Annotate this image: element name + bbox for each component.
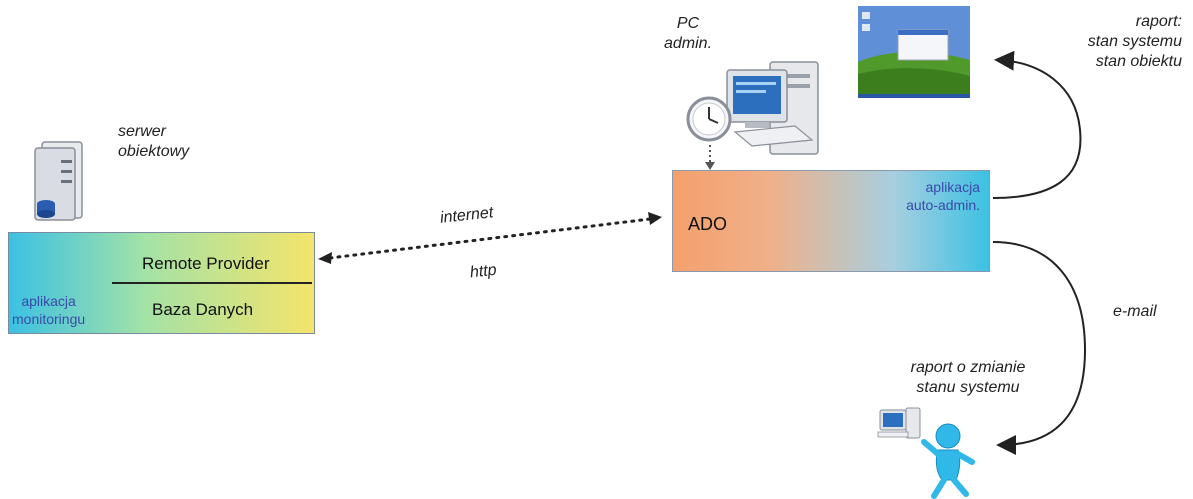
report-top-caption: raport: stan systemu stan obiektu [1064, 12, 1182, 72]
pc-admin-caption: PC admin. [664, 14, 712, 54]
report-bottom-line2: stanu systemu [916, 379, 1020, 396]
http-label: http [469, 261, 498, 282]
report-top-curve [992, 50, 1082, 199]
ado-box [672, 170, 990, 272]
report-bottom-caption: raport o zmianie stanu systemu [893, 358, 1043, 398]
server-caption: serwer obiektowy [118, 122, 189, 162]
clock-icon [686, 96, 732, 142]
email-label: e-mail [1113, 303, 1157, 320]
report-top-line2: stan systemu [1087, 33, 1182, 50]
auto-admin-app-label: aplikacja auto-admin. [888, 178, 980, 214]
clock-arrowhead [705, 162, 715, 170]
report-top-line1: raport: [1135, 13, 1182, 30]
email-curve [992, 241, 1087, 455]
remote-provider-label: Remote Provider [142, 254, 270, 273]
monitoring-app-label: aplikacja monitoringu [12, 292, 85, 328]
pc-admin-caption-line2: admin. [664, 35, 713, 52]
auto-admin-app-line2: auto-admin. [906, 197, 980, 213]
internet-connection [328, 217, 652, 260]
pc-admin-caption-line1: PC [676, 15, 700, 32]
database-label: Baza Danych [152, 300, 254, 319]
user-with-computer-icon [877, 407, 975, 499]
report-bottom-line1: raport o zmianie [910, 359, 1026, 376]
monitoring-app-line2: monitoringu [12, 311, 86, 327]
ado-title: ADO [688, 214, 728, 234]
arrowhead-right [648, 212, 662, 225]
computer-icon [726, 61, 819, 155]
server-caption-line1: serwer [118, 123, 167, 140]
desktop-screenshot-icon [858, 6, 970, 98]
arrowhead-left [318, 252, 332, 264]
remote-box-divider [112, 282, 312, 284]
server-caption-line2: obiektowy [118, 143, 190, 160]
auto-admin-app-line1: aplikacja [925, 179, 980, 195]
report-top-line3: stan obiektu [1095, 53, 1182, 70]
monitoring-app-line1: aplikacja [21, 293, 76, 309]
server-icon [34, 141, 83, 221]
